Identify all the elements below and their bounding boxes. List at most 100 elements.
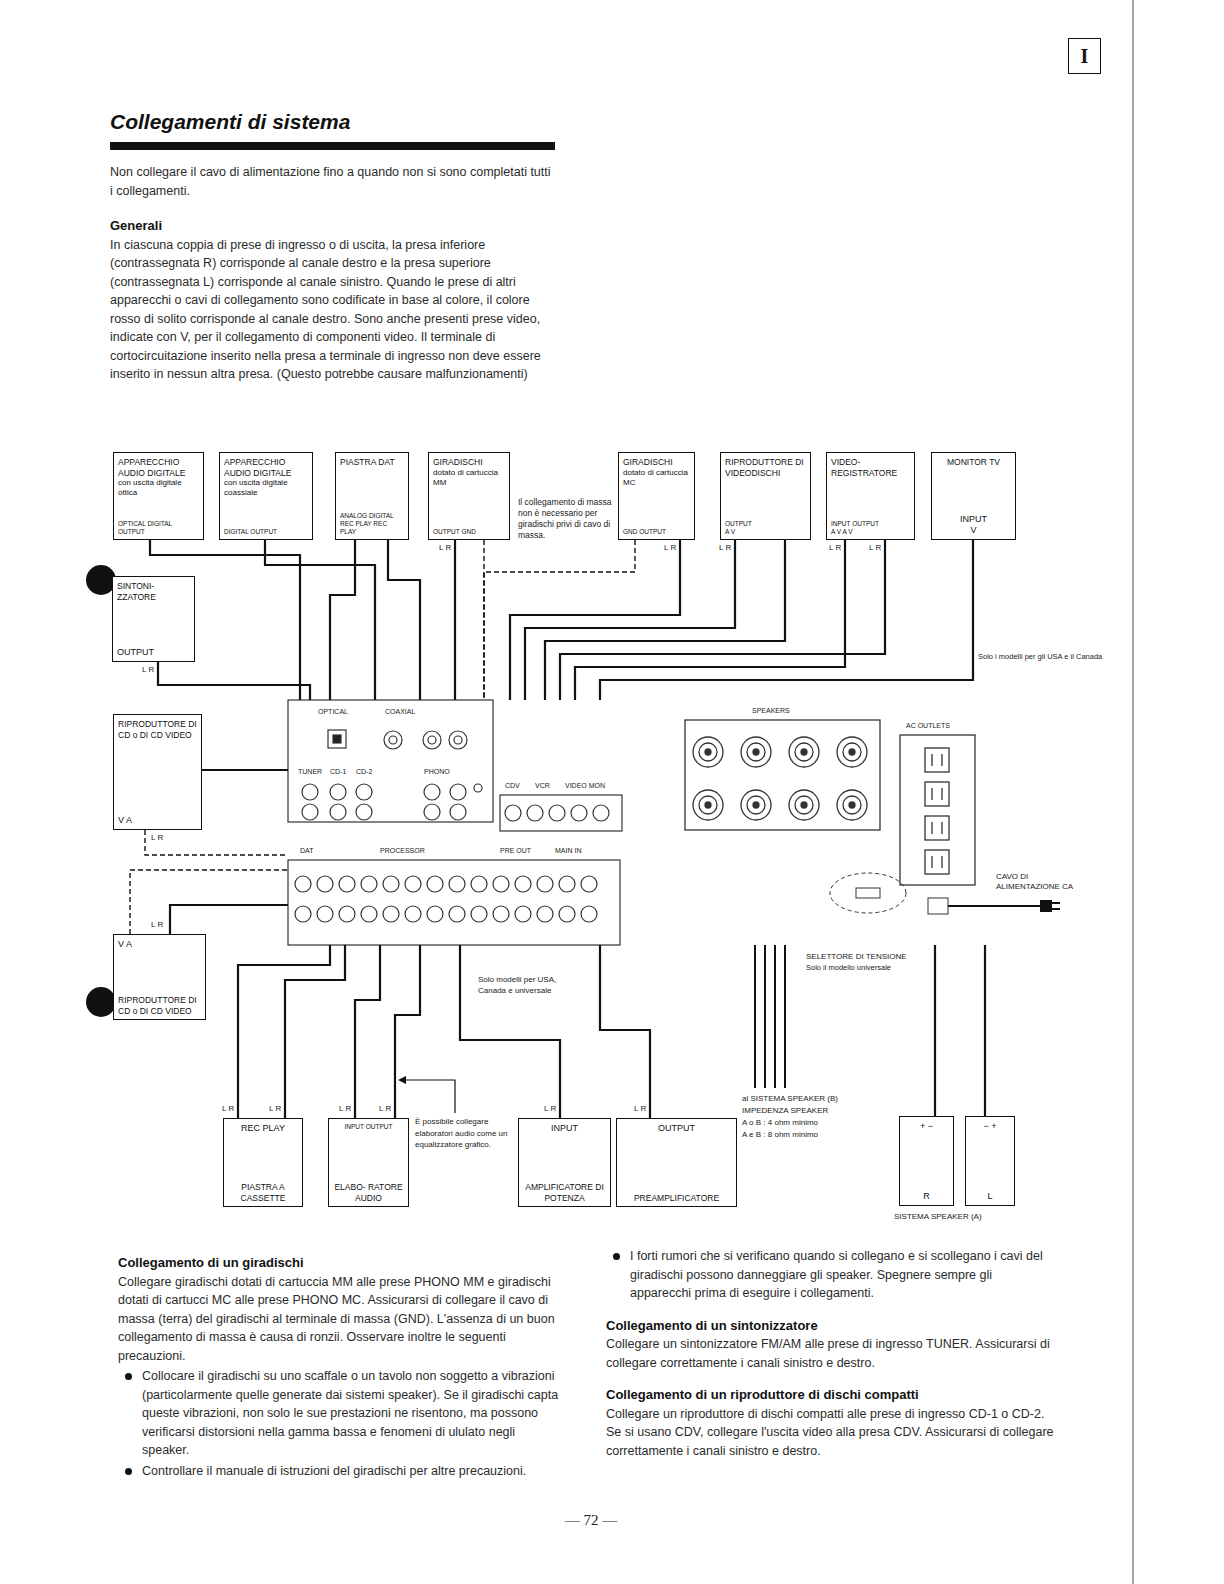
node-text: con uscita digitale ottica: [118, 478, 199, 498]
node-text: DAT: [300, 847, 313, 855]
component-box: V ARIPRODUTTORE DI CD o DI CD VIDEO: [113, 934, 206, 1020]
bullet-dot: [125, 1373, 132, 1380]
video-panel: [500, 795, 622, 831]
signal-cable: [395, 945, 420, 1118]
node-text: V: [936, 525, 1011, 536]
node-text: + −: [904, 1121, 949, 1132]
signal-cable: [388, 540, 420, 700]
diagram-note: L R: [438, 543, 452, 553]
text-column: I forti rumori che si verificano quando …: [606, 1247, 1054, 1460]
jack: [356, 804, 372, 820]
diagram-note: Il collegamento di massa non è necessari…: [517, 497, 615, 541]
component-box: + −R: [899, 1116, 954, 1206]
node-text: COAXIAL: [385, 708, 415, 716]
signal-cable: [158, 662, 310, 700]
node-text: OUTPUT: [725, 520, 806, 528]
node-text: L: [970, 1191, 1010, 1202]
jack: [454, 736, 462, 744]
node-text: VIDEO- REGISTRATORE: [831, 457, 910, 478]
node-text: OUTPUT: [117, 647, 190, 658]
node-text: OPTICAL DIGITAL OUTPUT: [118, 520, 199, 536]
diagram-note: al SISTEMA SPEAKER (B): [741, 1094, 839, 1104]
jack: [428, 736, 436, 744]
body-text: In ciascuna coppia di prese di ingresso …: [110, 236, 555, 384]
signal-cable: [170, 905, 288, 934]
node-text: SINTONI- ZZATORE: [117, 581, 190, 602]
node-text: OUTPUT: [621, 1123, 732, 1134]
node-text: REC PLAY REC PLAY: [340, 520, 404, 536]
ground-wire: [130, 870, 288, 934]
node-text: PROCESSOR: [380, 847, 425, 855]
node-text: I: [1073, 43, 1096, 69]
diagram-note: Solo modelli per USA, Canada e universal…: [477, 975, 574, 996]
node-text: OPTICAL: [318, 708, 348, 716]
diagram-note: A o B : 4 ohm minimo: [741, 1118, 819, 1128]
power-inlet: [928, 898, 948, 914]
node-text: ANALOG DIGITAL: [340, 512, 404, 520]
component-box: RIPRODUTTORE DI CD o DI CD VIDEOV A: [113, 714, 202, 830]
body-text: Collegare giradischi dotati di cartuccia…: [118, 1273, 561, 1366]
node-text: CDV: [505, 782, 520, 790]
component-box: OUTPUTPREAMPLIFICATORE: [616, 1118, 737, 1207]
component-box: APPARECCHIO AUDIO DIGITALEcon uscita dig…: [113, 452, 204, 540]
bullet-text: Controllare il manuale di istruzioni del…: [118, 1462, 561, 1481]
node-text: PIASTRA DAT: [340, 457, 404, 468]
voltage-selector: [830, 873, 906, 913]
node-text: − +: [970, 1121, 1010, 1132]
section-heading: Collegamento di un sintonizzatore: [606, 1317, 1054, 1336]
diagram-note: L R: [221, 1104, 235, 1114]
signal-cable: [355, 945, 380, 1118]
signal-cable: [600, 540, 973, 700]
text-column: Non collegare il cavo di alimentazione f…: [110, 163, 555, 384]
section-heading: Collegamento di un riproduttore di disch…: [606, 1386, 1054, 1405]
signal-cable: [202, 769, 288, 771]
voltage-switch: [856, 888, 880, 898]
page-edge: [1132, 0, 1134, 1584]
node-text: RIPRODUTTORE DI VIDEODISCHI: [725, 457, 806, 478]
node-text: A V A V: [831, 528, 910, 536]
signal-cable: [560, 540, 885, 700]
node-text: MAIN IN: [555, 847, 581, 855]
body-text: Non collegare il cavo di alimentazione f…: [110, 163, 555, 200]
component-box: SINTONI- ZZATORE OUTPUT: [112, 576, 195, 662]
node-text: APPARECCHIO AUDIO DIGITALE: [224, 457, 308, 478]
jack: [330, 804, 346, 820]
diagram-note: Solo i modelli per gli USA e il Canada: [977, 652, 1103, 662]
signal-cable: [984, 945, 986, 1116]
diagram-note: L R: [378, 1104, 392, 1114]
node-text: REC PLAY: [228, 1123, 298, 1134]
diagram-note: L R: [543, 1104, 557, 1114]
signal-cable: [600, 945, 650, 1118]
component-box: REC PLAY PIASTRA A CASSETTE: [223, 1118, 303, 1207]
jack: [571, 805, 587, 821]
diagram-note: L R: [718, 543, 732, 553]
page-number: — 72 —: [550, 1512, 632, 1529]
diagram-note: L R: [663, 543, 677, 553]
node-text: PIASTRA A CASSETTE: [228, 1182, 298, 1203]
component-box: INPUT OUTPUTELABO- RATORE AUDIO: [328, 1118, 409, 1207]
jack: [389, 736, 397, 744]
node-text: INPUT: [936, 514, 1011, 525]
diagram-note: L R: [150, 833, 164, 843]
optical-jack: [333, 735, 341, 743]
component-box: I: [1068, 38, 1101, 74]
signal-cable: [510, 540, 680, 700]
body-text: Collegare un sintonizzatore FM/AM alle p…: [606, 1335, 1054, 1372]
jack: [384, 731, 402, 749]
diagram-note: L R: [150, 920, 164, 930]
jack: [450, 804, 466, 820]
panel-outline: [288, 700, 493, 822]
node-text: GIRADISCHI: [623, 457, 690, 468]
node-text: RIPRODUTTORE DI CD o DI CD VIDEO: [118, 995, 201, 1016]
leader-arrow: [398, 1076, 406, 1084]
node-text: OUTPUT GND: [433, 528, 505, 536]
node-text: ELABO- RATORE AUDIO: [333, 1182, 404, 1203]
diagram-note: L R: [141, 665, 155, 675]
jack: [450, 784, 466, 800]
speaker-terminals: [685, 720, 880, 830]
speaker-b-wires: [755, 945, 785, 1088]
node-text: AMPLIFICATORE DI POTENZA: [523, 1182, 606, 1203]
diagram-note: A e B : 8 ohm minimo: [741, 1130, 819, 1140]
ground-wire: [145, 830, 288, 855]
